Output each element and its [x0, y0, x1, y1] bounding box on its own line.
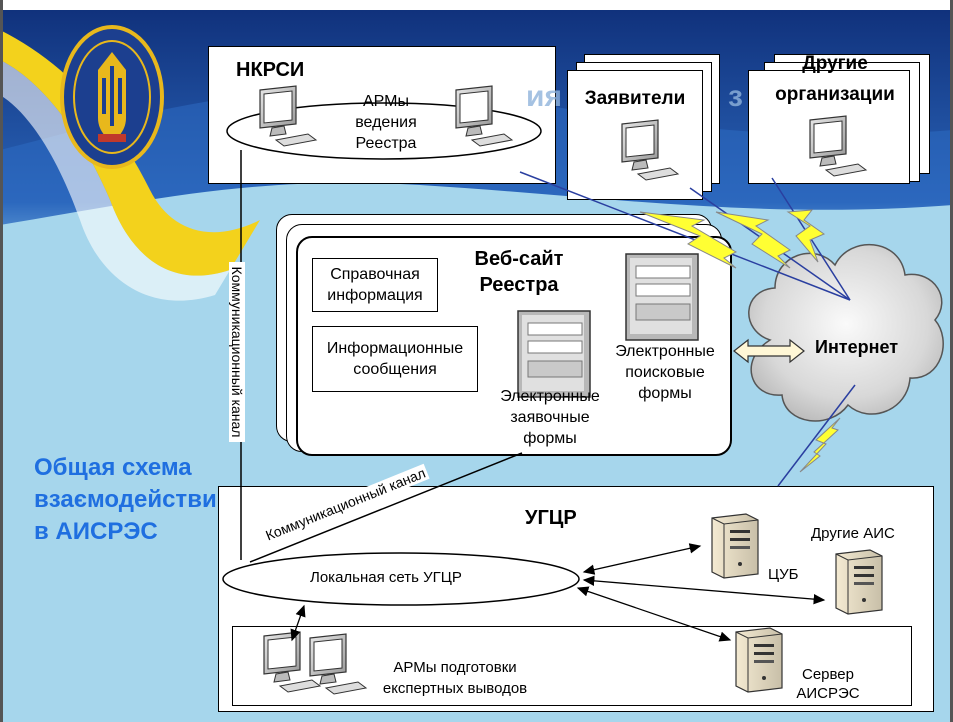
aisres-server-label: Сервер АИСРЭС — [788, 665, 868, 703]
ugcr-arm-line-2: експертных выводов — [382, 680, 528, 697]
other-orgs-title-line-2: организации — [775, 84, 895, 105]
application-forms-line-2: заявочные — [510, 409, 590, 426]
title-line-3: в АИСРЭС — [34, 518, 158, 545]
info-messages-box — [312, 326, 478, 392]
emblem-logo — [60, 25, 164, 169]
title-line-1: Общая схема — [34, 454, 192, 481]
website-title-line-1: Веб-сайт — [474, 248, 564, 270]
cub-server-icon — [706, 510, 764, 585]
reference-info-line-1: Справочная — [330, 266, 420, 283]
other-orgs-title-line-1: Другие — [802, 53, 868, 74]
nkrsi-arm-line-1: АРМы — [363, 93, 409, 110]
faded-header-fragment: ия — [526, 80, 562, 113]
ugcr-arm-line-1: АРМы подготовки — [393, 659, 517, 676]
applicants-workstation-icon — [612, 118, 682, 193]
website-title: Веб-сайт Реестра — [444, 246, 594, 298]
info-messages-label: Информационные сообщения — [312, 338, 478, 380]
ugcr-lan-label: Локальная сеть УГЦР — [310, 569, 462, 586]
application-forms-line-3: формы — [523, 430, 577, 447]
search-forms-line-2: поисковые — [625, 364, 705, 381]
info-messages-line-1: Информационные — [326, 340, 464, 357]
application-forms-line-1: Электронные — [500, 388, 600, 405]
nkrsi-title: НКРСИ — [236, 59, 305, 81]
aisres-server-line-1: Сервер — [801, 666, 854, 683]
faded-header-fragment-2: з — [728, 80, 743, 113]
search-forms-label: Электронные поисковые формы — [600, 341, 730, 404]
other-orgs-workstation-icon — [800, 114, 870, 189]
ugcr-arm-label: АРМы подготовки експертных выводов — [370, 657, 540, 699]
internet-label: Интернет — [815, 337, 899, 357]
info-messages-line-2: сообщения — [353, 361, 437, 378]
nkrsi-workstation-1-icon — [250, 84, 320, 159]
nkrsi-arm-label: АРМы ведения Реестра — [336, 91, 436, 154]
other-ais-label: Другие АИС — [811, 525, 895, 542]
other-orgs-title: Другие организации — [760, 52, 910, 106]
ugcr-workstation-2-icon — [300, 632, 370, 707]
slide-title: Общая схема взаємодействий в АИСРЭС — [34, 452, 231, 548]
vertical-channel-label: Коммуникационный канал — [229, 262, 245, 442]
aisres-server-line-2: АИСРЭС — [796, 685, 860, 702]
search-forms-line-1: Электронные — [615, 343, 715, 360]
aisres-server-icon — [730, 624, 788, 699]
nkrsi-arm-line-2: ведения — [355, 114, 417, 131]
website-title-line-2: Реестра — [479, 274, 559, 296]
title-line-2: взаємодействий — [34, 486, 232, 513]
reference-info-label: Справочная информация — [312, 264, 438, 306]
other-ais-server-icon — [830, 546, 888, 621]
reference-info-line-2: информация — [327, 287, 423, 304]
ugcr-title: УГЦР — [525, 507, 577, 529]
application-form-icon — [514, 309, 594, 404]
reference-info-box — [312, 258, 438, 312]
nkrsi-arm-line-3: Реестра — [355, 135, 417, 152]
nkrsi-workstation-2-icon — [446, 84, 516, 159]
search-form-icon — [622, 252, 702, 347]
internet-cloud-icon — [748, 243, 944, 422]
cub-label: ЦУБ — [768, 566, 799, 583]
application-forms-label: Электронные заявочные формы — [490, 386, 610, 449]
search-forms-line-3: формы — [638, 385, 692, 402]
applicants-title: Заявители — [584, 88, 686, 109]
ugcr-workstation-1-icon — [254, 630, 324, 705]
